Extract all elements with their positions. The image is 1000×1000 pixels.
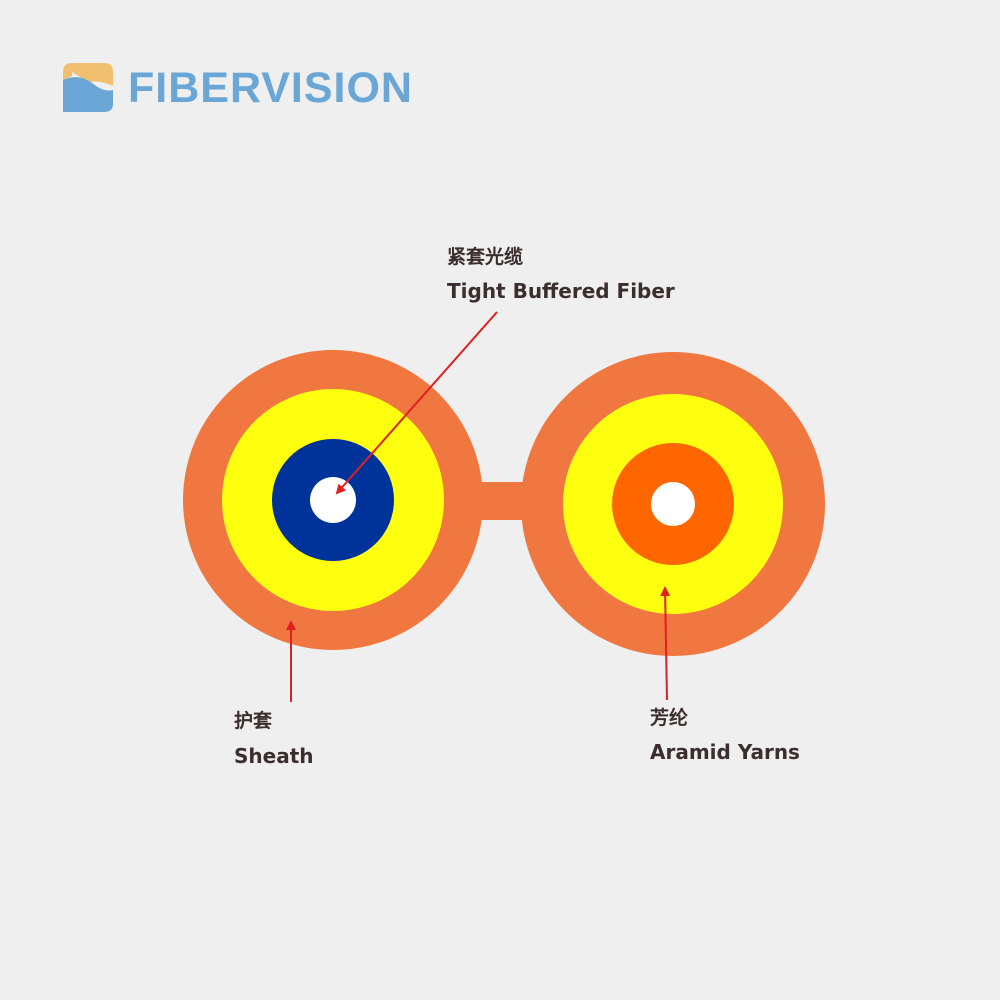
arrow-aramid [660, 586, 671, 701]
label-aramid-cn: 芳纶 [650, 707, 689, 729]
left-unit-tight-buffered [183, 350, 483, 650]
label-sheath-en: Sheath [234, 744, 314, 768]
label-tight-buffered-cn: 紧套光缆 [447, 246, 524, 268]
fiber-core-right [651, 482, 695, 526]
right-unit [521, 352, 825, 656]
logo-text: FIBERVISION [128, 64, 413, 112]
logo-mark-icon [63, 63, 113, 112]
label-sheath-cn: 护套 [234, 710, 273, 732]
arrow-tight-buffered [335, 311, 498, 495]
fiber-core-left [310, 477, 356, 523]
label-aramid-en: Aramid Yarns [650, 740, 800, 764]
label-tight-buffered-en: Tight Buffered Fiber [447, 279, 675, 303]
